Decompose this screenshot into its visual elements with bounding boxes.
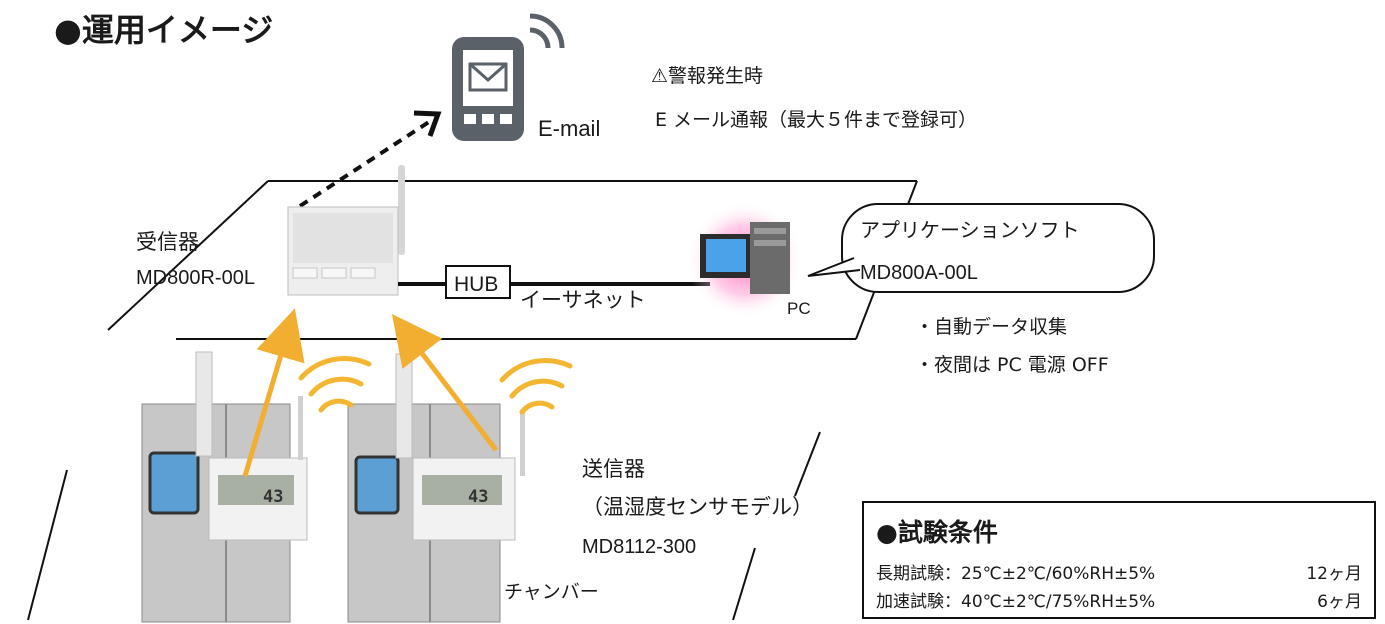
test-condition-duration: 6ヶ月 [1317,592,1362,612]
smartphone-icon [452,13,565,141]
hub-label: HUB [454,273,499,296]
app-feature: ・自動データ収集 [915,316,1068,338]
app-speech-bubble [807,203,1155,293]
sender-display-reading: 43 [263,487,284,507]
ethernet-line [398,265,710,299]
sender-label: 送信器 [582,457,645,481]
ethernet-label: イーサネット [520,288,646,312]
email-label: E-mail [538,116,601,141]
app-title: アプリケーションソフト [860,218,1080,242]
receiver-model: MD800R-00L [136,267,255,289]
test-condition-text: 長期試験：25℃±2℃/60%RH±5% [876,564,1156,584]
app-model: MD800A-00L [860,262,978,284]
transmission-arrows [242,308,498,477]
test-conditions-box: ●試験条件 長期試験：25℃±2℃/60%RH±5% 12ヶ月 加速試験：40℃… [862,501,1376,619]
pc-icon [687,202,803,318]
chamber-label: チャンバー [504,581,599,603]
receiver-device [287,165,405,296]
sender-subtitle: （温湿度センサモデル） [582,495,813,519]
chamber-1 [141,351,308,623]
wifi-icon-1 [298,356,372,413]
sender-display-reading: 43 [468,487,489,507]
pc-label: PC [787,299,811,318]
test-condition-text: 加速試験：40℃±2℃/75%RH±5% [876,592,1156,612]
app-feature: ・夜間は PC 電源 OFF [915,354,1109,376]
email-dotted-arrow [298,110,442,208]
page-title: ●運用イメージ [54,11,274,49]
email-notice: E メール通報（最大５件まで登録可） [655,109,978,131]
chamber-2 [347,353,525,623]
test-condition-duration: 12ヶ月 [1306,564,1362,584]
alarm-heading: ⚠警報発生時 [651,65,764,87]
receiver-label: 受信器 [136,230,199,254]
test-conditions-title: ●試験条件 [876,518,998,547]
sender-model: MD8112-300 [582,536,697,558]
lower-floor-plane [27,431,821,621]
wifi-icon-2 [499,358,573,415]
